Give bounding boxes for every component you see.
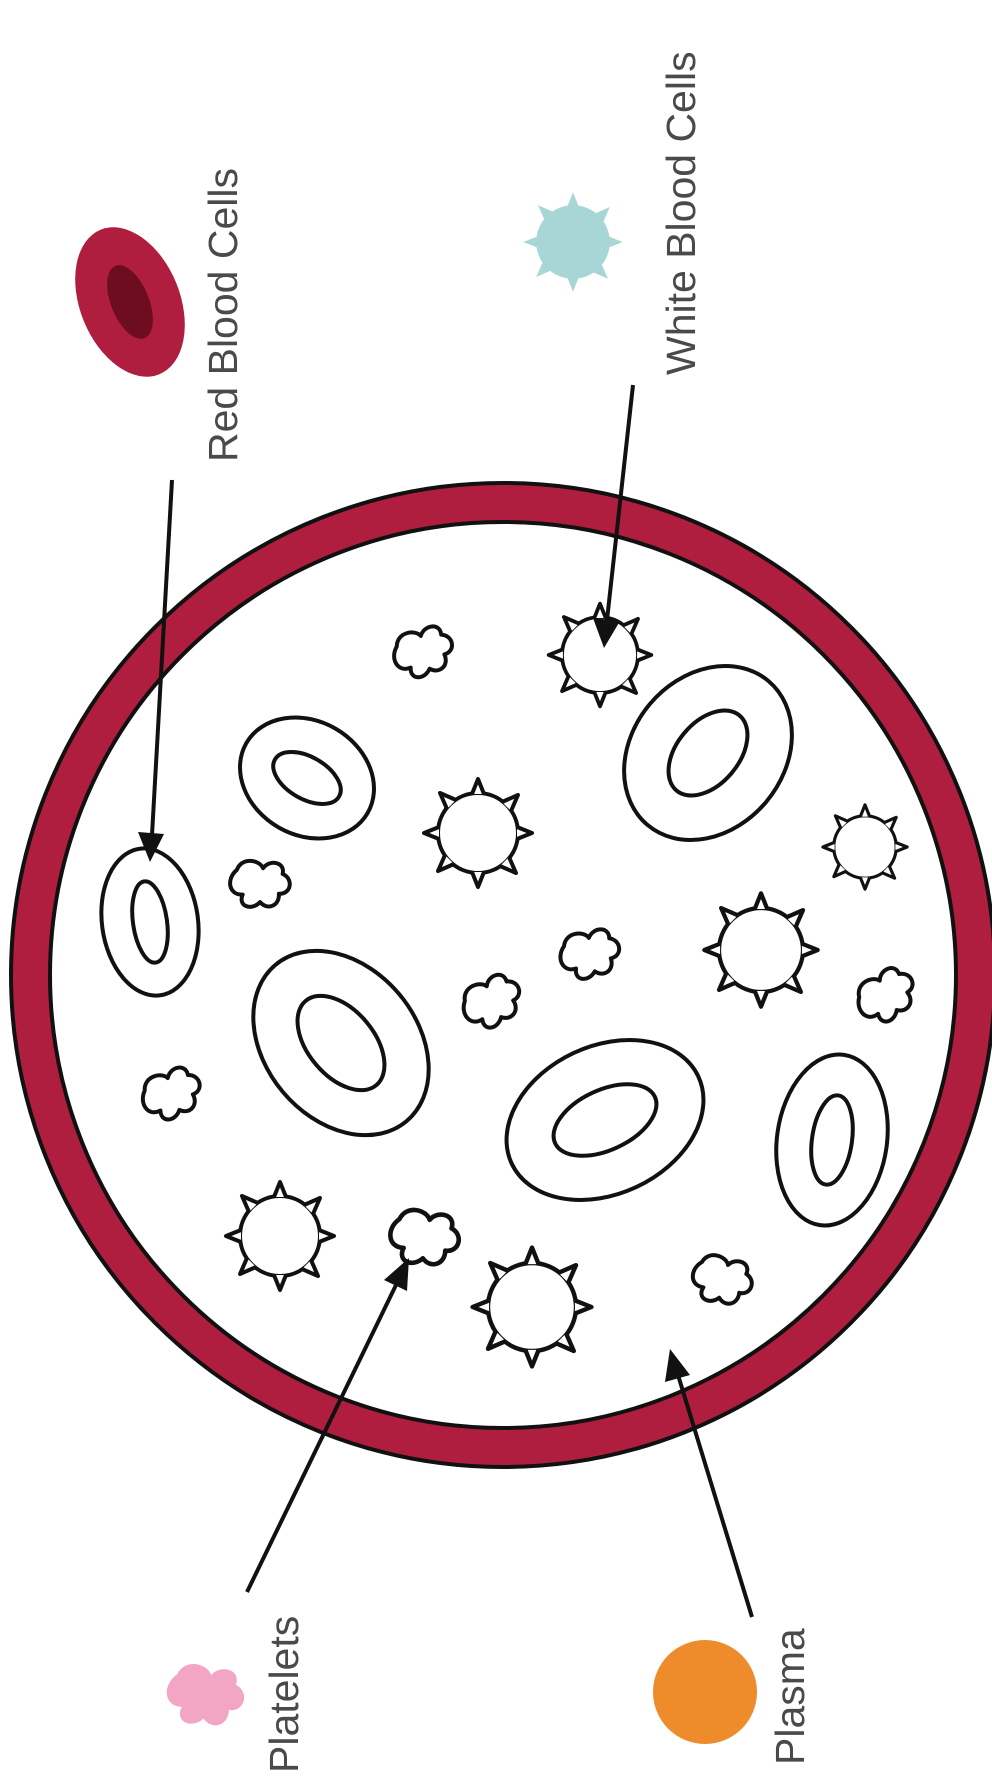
- platelets-label: Platelets: [261, 1616, 307, 1773]
- platelet-icon: [162, 1660, 249, 1732]
- white-blood-cells-label: White Blood Cells: [658, 51, 704, 375]
- white-blood-cell-icon: [523, 192, 622, 291]
- plasma-label: Plasma: [767, 1628, 813, 1765]
- white-blood-cell: [704, 893, 817, 1006]
- white-blood-cell: [473, 1248, 592, 1367]
- red-blood-cells-label: Red Blood Cells: [200, 168, 246, 462]
- red-blood-cell-icon: [54, 211, 205, 393]
- white-blood-cell: [823, 805, 907, 889]
- plasma-icon: [653, 1640, 757, 1744]
- white-blood-cell: [226, 1182, 334, 1290]
- white-blood-cell: [424, 779, 532, 887]
